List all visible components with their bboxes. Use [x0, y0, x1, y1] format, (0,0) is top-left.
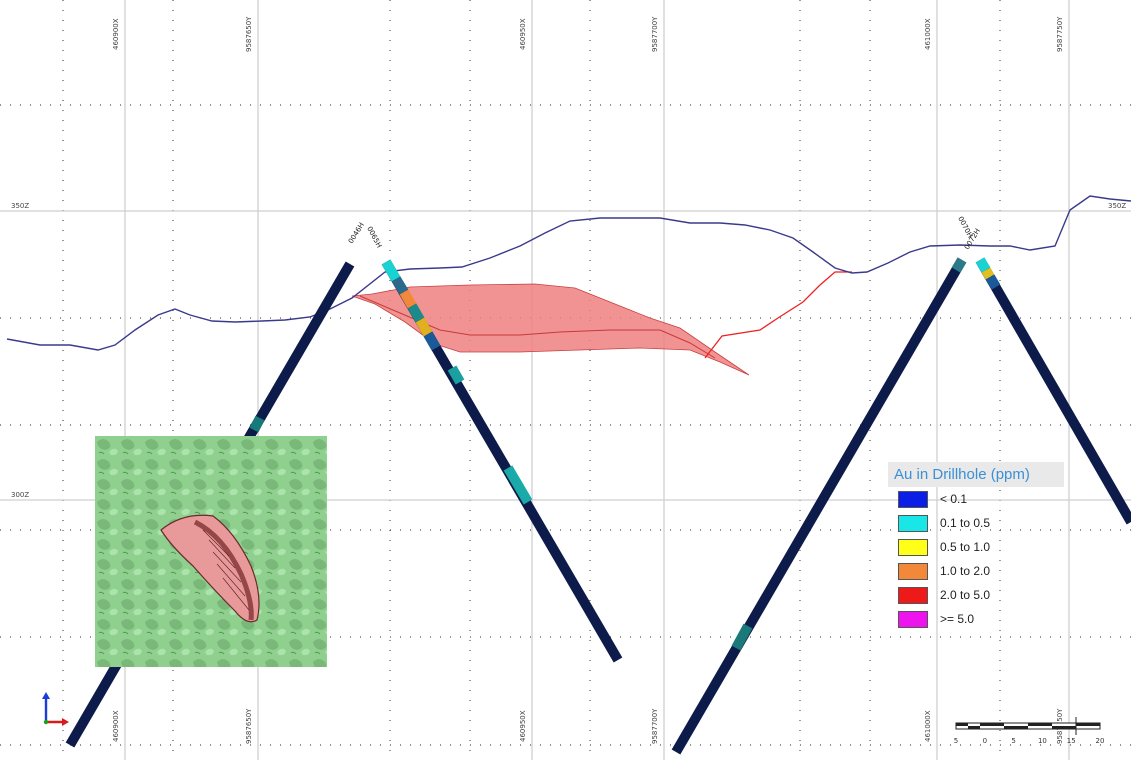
scale-tick-label: 15	[1067, 737, 1076, 745]
easting-label: 460900X	[112, 18, 120, 50]
scale-tick-label: 10	[1038, 737, 1047, 745]
legend-item: 1.0 to 2.0	[888, 559, 1064, 583]
elevation-label: 350Z	[11, 202, 29, 210]
easting-label: 460950X	[519, 710, 527, 742]
hole-label: 0046H	[347, 221, 366, 245]
inset-3d-view[interactable]	[95, 436, 327, 667]
legend-swatch	[898, 562, 928, 580]
legend-swatch	[898, 538, 928, 556]
drillhole-trace[interactable]	[975, 257, 1131, 525]
legend: Au in Drillhole (ppm) < 0.1 0.1 to 0.5 0.5…	[888, 462, 1064, 631]
northing-label: 9587700Y	[651, 16, 659, 52]
northing-label: 9587650Y	[245, 708, 253, 744]
scale-tick-label: 0	[983, 737, 987, 745]
legend-label: 1.0 to 2.0	[940, 564, 991, 578]
legend-item: < 0.1	[888, 487, 1064, 511]
easting-label: 460900X	[112, 710, 120, 742]
legend-label: 0.1 to 0.5	[940, 516, 991, 530]
axis-triad-icon	[42, 692, 69, 726]
orebody-3d	[160, 514, 260, 623]
legend-swatch	[898, 514, 928, 532]
legend-item: 0.5 to 1.0	[888, 535, 1064, 559]
scale-tick-label: 5	[1011, 737, 1015, 745]
easting-label: 461000X	[924, 710, 932, 742]
elevation-label: 300Z	[11, 491, 29, 499]
topography-line	[6, 195, 1131, 351]
legend-label: 2.0 to 5.0	[940, 588, 991, 602]
legend-label: >= 5.0	[940, 612, 975, 626]
scale-tick-label: 5	[954, 737, 958, 745]
scale-bar: 5 0 5 10 15 20	[954, 717, 1105, 745]
northing-label: 9587750Y	[1056, 16, 1064, 52]
legend-label: 0.5 to 1.0	[940, 540, 991, 554]
legend-item: 2.0 to 5.0	[888, 583, 1064, 607]
hole-label: 0065H	[365, 225, 383, 249]
legend-swatch	[898, 490, 928, 508]
easting-label: 460950X	[519, 18, 527, 50]
elevation-label: 350Z	[1108, 202, 1126, 210]
grid-labels: 460900X 9587650Y 460950X 9587700Y 461000…	[11, 16, 1126, 744]
orebody-shell[interactable]	[351, 283, 750, 376]
drillhole-trace[interactable]	[671, 257, 967, 755]
legend-title: Au in Drillhole (ppm)	[888, 462, 1064, 487]
scale-tick-label: 20	[1096, 737, 1105, 745]
red-boundary-line	[704, 271, 852, 359]
legend-item: >= 5.0	[888, 607, 1064, 631]
northing-label: 9587700Y	[651, 708, 659, 744]
easting-label: 461000X	[924, 18, 932, 50]
legend-item: 0.1 to 0.5	[888, 511, 1064, 535]
legend-swatch	[898, 586, 928, 604]
legend-swatch	[898, 610, 928, 628]
legend-label: < 0.1	[940, 492, 968, 506]
northing-label: 9587650Y	[245, 16, 253, 52]
